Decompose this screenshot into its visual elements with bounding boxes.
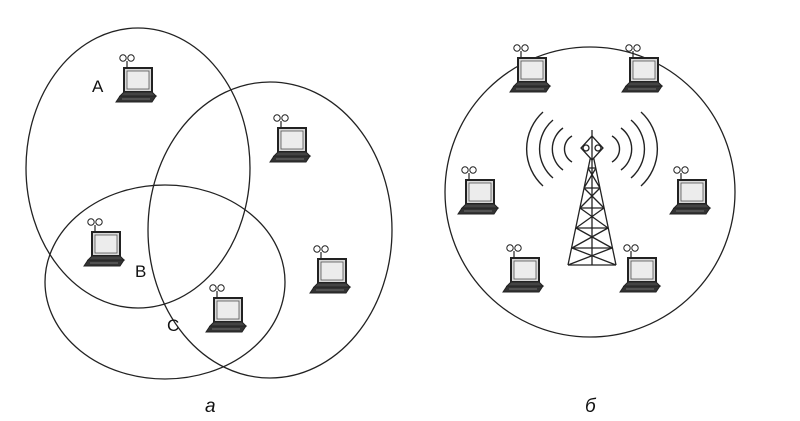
coverage-zone-a xyxy=(25,27,251,309)
panel-caption-a: а xyxy=(205,396,216,417)
laptop-icon xyxy=(502,243,544,293)
radio-waves xyxy=(526,111,658,187)
coverage-zone-right xyxy=(147,81,393,379)
radio-tower-icon xyxy=(567,130,617,266)
laptop-icon xyxy=(115,53,157,103)
laptop-icon xyxy=(457,165,499,215)
panel-a: A B C а xyxy=(25,27,393,417)
node-label-b: B xyxy=(135,262,146,281)
coverage-zone-base-station xyxy=(444,46,736,338)
panel-caption-b: б xyxy=(585,396,597,417)
node-label-a: A xyxy=(92,77,104,96)
laptop-icon xyxy=(205,283,247,333)
laptop-icon xyxy=(619,243,661,293)
laptop-icon xyxy=(669,165,711,215)
laptop-icon xyxy=(309,244,351,294)
laptop-icon xyxy=(269,113,311,163)
panel-b: б xyxy=(444,43,736,417)
laptop-icon xyxy=(83,217,125,267)
laptop-icon xyxy=(509,43,551,93)
node-label-c: C xyxy=(167,316,179,335)
coverage-zone-c xyxy=(44,184,286,380)
